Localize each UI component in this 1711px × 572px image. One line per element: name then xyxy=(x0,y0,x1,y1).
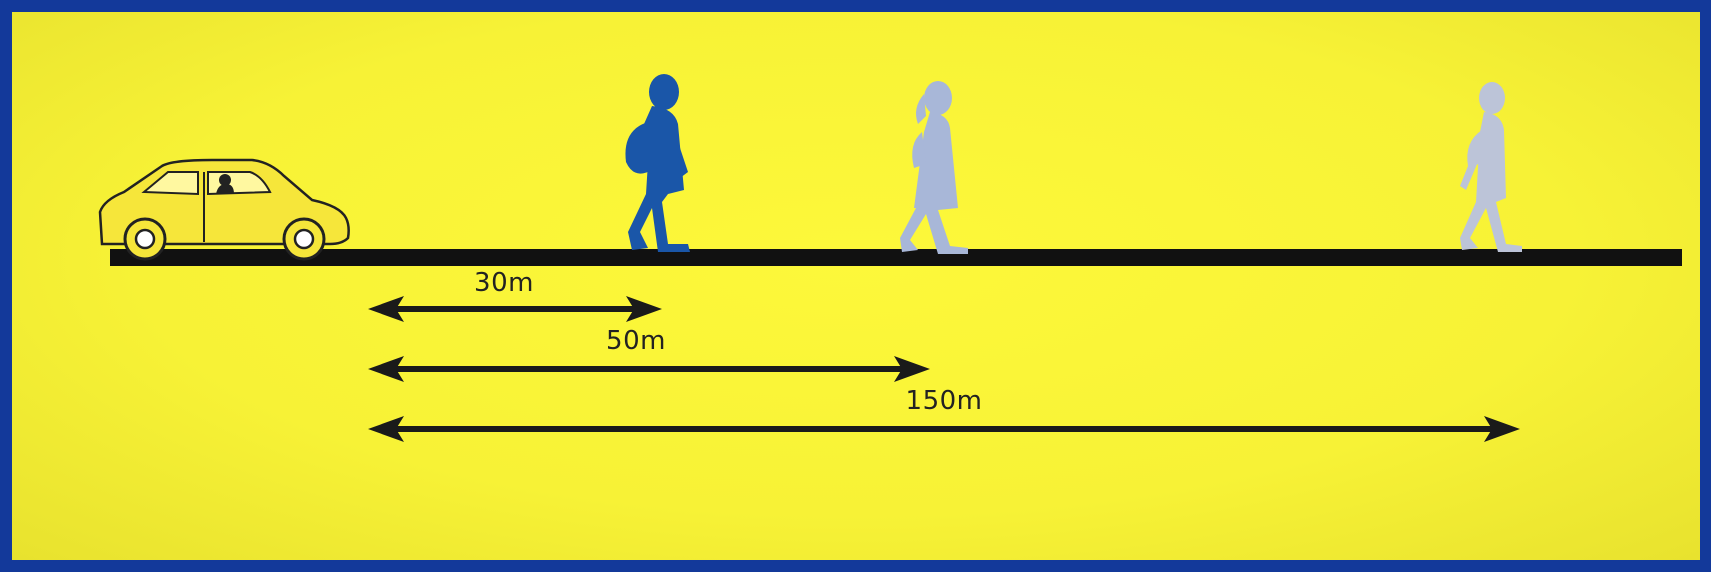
car-icon xyxy=(98,158,350,261)
arrow-30m xyxy=(368,296,662,322)
arrow-150m xyxy=(368,416,1520,442)
arrow-50m xyxy=(368,356,930,382)
pedestrian-mid-icon xyxy=(900,81,968,254)
distance-label-30m: 30m xyxy=(474,268,534,298)
road xyxy=(110,249,1682,266)
distance-label-150m: 150m xyxy=(905,386,983,416)
pedestrian-far-icon xyxy=(1460,82,1522,252)
pedestrian-near-icon xyxy=(625,74,690,252)
diagram-canvas xyxy=(98,74,1682,442)
distance-label-50m: 50m xyxy=(606,326,666,356)
diagram-panel: 30m 50m 150m xyxy=(12,12,1700,560)
